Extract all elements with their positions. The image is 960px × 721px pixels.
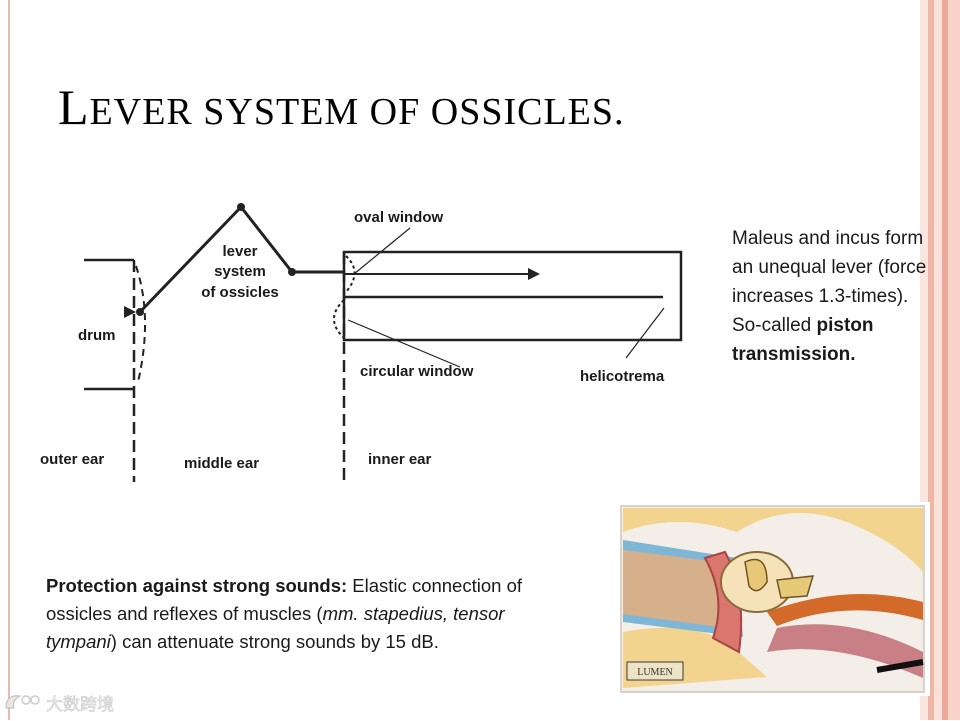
- label-drum: drum: [78, 327, 116, 344]
- diagram-background: [28, 182, 692, 494]
- side-description: Maleus and incus form an unequal lever (…: [732, 224, 932, 369]
- slide-frame-left: [8, 0, 10, 720]
- slide-frame-right: [920, 0, 960, 720]
- label-lever-3: of ossicles: [201, 284, 279, 301]
- tube-pink: [767, 624, 923, 678]
- title-first-letter: L: [58, 79, 90, 135]
- lever-diagram: oval window lever system of ossicles dru…: [28, 182, 692, 494]
- watermark: 大数跨境: [2, 690, 132, 716]
- lever-joint-drum: [136, 308, 144, 316]
- middle-ear-cross-section-image: LUMEN: [617, 502, 930, 696]
- side-text-plain: Maleus and incus form an unequal lever (…: [732, 228, 927, 336]
- label-helicotrema: helicotrema: [580, 368, 665, 385]
- watermark-text: 大数跨境: [46, 695, 114, 715]
- label-lever-1: lever: [222, 243, 257, 260]
- stapes-shape: [776, 575, 815, 599]
- label-inner-ear: inner ear: [368, 451, 432, 468]
- eustachian-tube-orange: [767, 594, 923, 626]
- lumen-logo-text: LUMEN: [637, 667, 673, 678]
- label-lever-2: system: [214, 263, 266, 280]
- drum-arrow-head: [124, 306, 136, 318]
- protection-text-2: ) can attenuate strong sounds by 15 dB.: [110, 631, 439, 652]
- lumen-logo-box: [626, 661, 684, 681]
- title-rest: ever system of ossicles.: [89, 91, 625, 133]
- label-oval-window: oval window: [354, 209, 444, 226]
- lever-joint-stapes: [288, 268, 296, 276]
- lever-line: [138, 204, 344, 314]
- circular-window-pointer: [347, 319, 461, 368]
- protection-text-1: Elastic connection of ossicles and refle…: [46, 575, 522, 624]
- protection-heading: Protection against strong sounds:: [46, 575, 348, 596]
- lever-joint-top: [237, 203, 245, 211]
- label-outer-ear: outer ear: [40, 451, 104, 468]
- protection-paragraph: Protection against strong sounds: Elasti…: [46, 572, 551, 656]
- oval-window-pointer: [353, 227, 411, 275]
- dark-cable: [876, 659, 924, 673]
- label-middle-ear: middle ear: [184, 455, 259, 472]
- protection-muscles: mm. stapedius, tensor tympani: [46, 603, 505, 652]
- watermark-logo-icon: 大数跨境: [5, 695, 114, 715]
- side-text-bold: piston transmission.: [732, 315, 874, 365]
- helicotrema-pointer: [625, 307, 665, 359]
- bone-top: [623, 508, 923, 572]
- label-circular-window: circular window: [360, 363, 474, 380]
- slide-title: Lever system of ossicles.: [58, 78, 625, 136]
- cochlea-arrow-head: [528, 268, 540, 280]
- malleus-shape: [744, 558, 768, 592]
